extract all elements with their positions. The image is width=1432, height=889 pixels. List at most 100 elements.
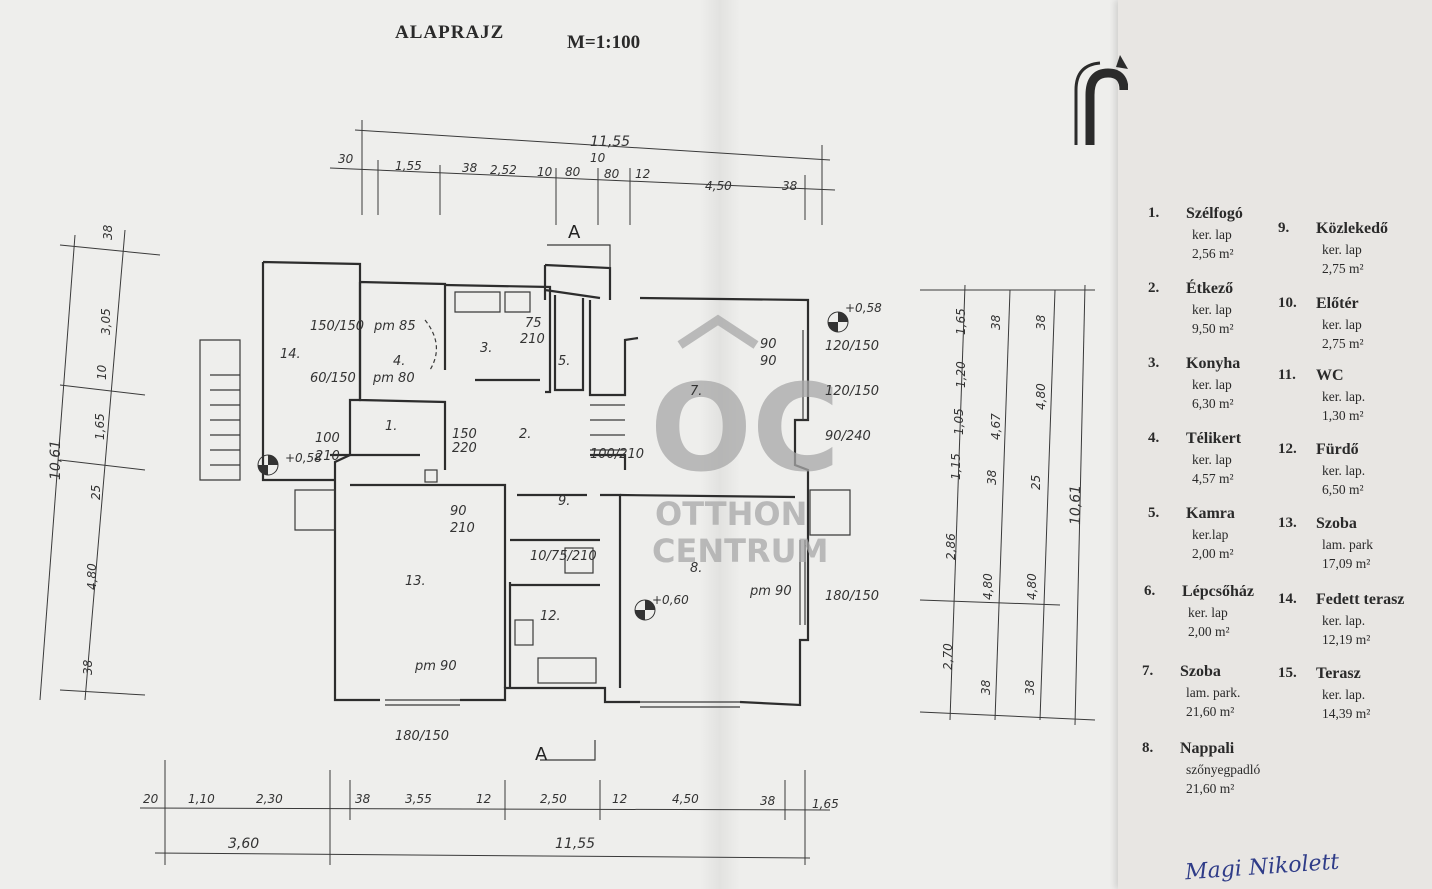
svg-text:25: 25 [89, 485, 103, 500]
opening-labels: 100 210 150 220 75 210 pm 85 pm 80 90 90… [315, 316, 792, 674]
svg-text:10,61: 10,61 [1068, 485, 1084, 525]
svg-text:1,15: 1,15 [949, 453, 963, 480]
level-label-8: +0,60 [652, 593, 689, 607]
svg-text:2,50: 2,50 [540, 792, 567, 806]
svg-text:4,80: 4,80 [981, 573, 995, 600]
svg-text:10: 10 [590, 151, 606, 165]
svg-text:80: 80 [604, 167, 620, 181]
svg-text:60/150: 60/150 [310, 371, 356, 386]
wc-fixture [564, 547, 594, 574]
dim-line-right-total [1074, 284, 1086, 726]
svg-text:100/210: 100/210 [590, 447, 644, 462]
level-label-7: +0,58 [845, 301, 882, 315]
dim-line-right-outer [949, 284, 966, 721]
watermark-logo: OC [650, 360, 840, 499]
window-13 [385, 699, 460, 706]
svg-text:1,10: 1,10 [188, 792, 215, 806]
svg-text:30: 30 [338, 152, 354, 166]
svg-text:4,50: 4,50 [672, 792, 699, 806]
svg-text:180/150: 180/150 [395, 729, 449, 744]
plan-title: ALAPRAJZ [395, 22, 505, 43]
room-13: 13. [405, 574, 426, 589]
svg-text:2,52: 2,52 [490, 163, 517, 177]
svg-text:pm 80: pm 80 [372, 371, 415, 386]
paper-fold [700, 0, 740, 889]
dim-line-left-total [39, 234, 76, 701]
svg-text:1,05: 1,05 [952, 408, 966, 435]
level-label-14: +0,58 [285, 451, 322, 465]
washbasin [514, 619, 534, 646]
window-labels: 150/150 60/150 120/150 120/150 90/240 18… [310, 319, 879, 744]
svg-text:180/150: 180/150 [825, 589, 879, 604]
svg-text:4,80: 4,80 [85, 563, 99, 590]
room-5: 5. [558, 354, 570, 369]
svg-text:3,60: 3,60 [228, 836, 259, 852]
room-4: 4. [393, 354, 405, 369]
dim-line-top-total [354, 129, 831, 161]
svg-text:210: 210 [450, 521, 475, 536]
level-markers [257, 311, 849, 621]
svg-text:80: 80 [565, 165, 581, 179]
svg-text:2,70: 2,70 [941, 643, 955, 670]
window-8-side [799, 540, 806, 625]
dim-line-bottom [139, 807, 831, 811]
svg-text:1,65: 1,65 [812, 797, 839, 811]
svg-text:12: 12 [612, 792, 627, 806]
section-marker-top: A [568, 222, 581, 243]
svg-text:220: 220 [452, 441, 477, 456]
svg-text:1,65: 1,65 [93, 413, 107, 440]
svg-text:38: 38 [1023, 679, 1037, 695]
dim-line-bottom-total [154, 852, 811, 859]
otthon-centrum-watermark: OC OTTHON CENTRUM [650, 314, 840, 570]
svg-text:150/150: 150/150 [310, 319, 364, 334]
svg-text:1,65: 1,65 [954, 308, 968, 335]
svg-text:11,55: 11,55 [590, 134, 630, 150]
svg-text:10: 10 [95, 364, 109, 380]
svg-text:25: 25 [1029, 475, 1043, 490]
svg-text:pm 90: pm 90 [749, 584, 792, 599]
walls [261, 260, 810, 707]
svg-text:75: 75 [525, 316, 542, 331]
svg-text:90: 90 [760, 354, 777, 369]
dims-top: 11,55 30 1,55 38 2,52 10 80 10 80 12 4,5… [338, 134, 798, 193]
chimney [424, 469, 438, 483]
svg-text:100: 100 [315, 431, 340, 446]
sink [504, 291, 531, 313]
svg-text:pm 85: pm 85 [373, 319, 416, 334]
room-14: 14. [280, 347, 301, 362]
room-1: 1. [385, 419, 397, 434]
section-line-top [547, 244, 611, 268]
bathtub [537, 657, 597, 684]
svg-text:38: 38 [782, 179, 798, 193]
svg-text:1,20: 1,20 [954, 361, 968, 388]
svg-text:4,50: 4,50 [705, 179, 732, 193]
svg-text:210: 210 [520, 332, 545, 347]
svg-text:120/150: 120/150 [825, 384, 879, 399]
svg-text:2,86: 2,86 [944, 533, 958, 560]
svg-text:38: 38 [985, 469, 999, 485]
stairs-inner [590, 404, 625, 451]
watermark-line1: OTTHON [655, 495, 807, 533]
room-2: 2. [519, 427, 531, 442]
svg-text:90: 90 [760, 337, 777, 352]
svg-text:150: 150 [452, 427, 477, 442]
dim-line-top [329, 167, 836, 191]
room-3: 3. [480, 341, 492, 356]
svg-text:4,67: 4,67 [989, 413, 1003, 440]
svg-text:4,80: 4,80 [1034, 383, 1048, 410]
svg-text:20: 20 [143, 792, 159, 806]
svg-text:3,55: 3,55 [405, 792, 432, 806]
window-8 [640, 701, 740, 708]
svg-text:38: 38 [355, 792, 371, 806]
room-9: 9. [558, 494, 570, 509]
stairs-left [199, 339, 241, 481]
room-12: 12. [540, 609, 561, 624]
svg-text:38: 38 [462, 161, 478, 175]
svg-text:10,61: 10,61 [48, 440, 64, 480]
stairs-entry-right [809, 489, 851, 536]
legend-sheet [1118, 0, 1432, 889]
svg-text:pm 90: pm 90 [414, 659, 457, 674]
svg-text:10: 10 [537, 165, 553, 179]
svg-text:38: 38 [81, 659, 95, 675]
svg-text:210: 210 [315, 449, 340, 464]
